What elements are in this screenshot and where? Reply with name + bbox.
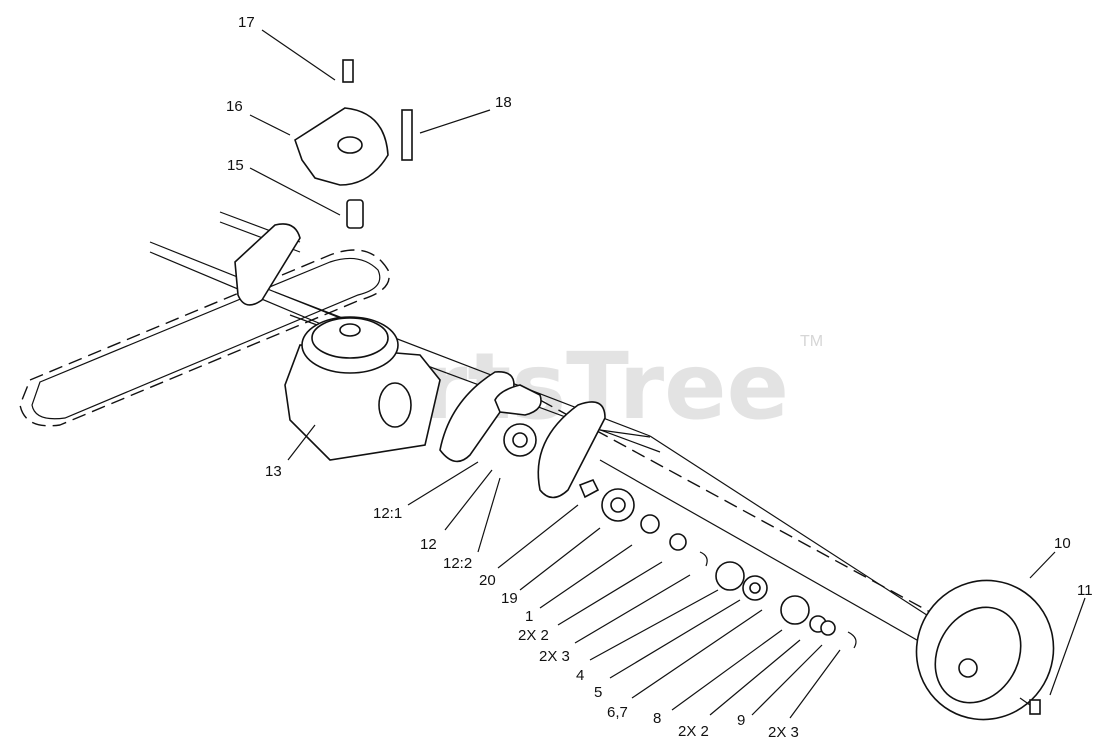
leader-9 — [751, 644, 823, 716]
bearing-19-core — [610, 497, 626, 513]
leader-13 — [287, 424, 316, 461]
callout-13: 13 — [265, 463, 282, 480]
leader-2x3b — [789, 649, 841, 719]
washer-2x2 — [669, 533, 687, 551]
right-bracket — [537, 401, 606, 499]
callout-15: 15 — [227, 157, 244, 174]
callout-18: 18 — [495, 94, 512, 111]
axle-shaft-top — [649, 435, 951, 631]
leader-1 — [539, 544, 633, 609]
callout-2x3b: 2X 3 — [768, 724, 799, 741]
leader-18 — [419, 109, 491, 134]
callout-8: 8 — [653, 710, 661, 727]
leader-12-1 — [407, 461, 479, 506]
bushing-20 — [578, 478, 600, 499]
callout-2x2: 2X 2 — [518, 627, 549, 644]
callout-17: 17 — [238, 14, 255, 31]
leader-12 — [444, 469, 493, 531]
wheel-hub — [958, 658, 978, 678]
callout-12: 12 — [420, 536, 437, 553]
callout-4: 4 — [576, 667, 584, 684]
washer-1 — [640, 514, 660, 534]
callout-12-2: 12:2 — [443, 555, 472, 572]
leader-15 — [249, 167, 341, 216]
housing-boss — [378, 382, 412, 428]
callout-5: 5 — [594, 684, 602, 701]
callout-1: 1 — [525, 608, 533, 625]
bolt-17 — [342, 59, 354, 83]
leader-20 — [497, 504, 579, 569]
callout-2x2b: 2X 2 — [678, 723, 709, 740]
callout-20: 20 — [479, 572, 496, 589]
callout-19: 19 — [501, 590, 518, 607]
clutch-12-core — [512, 432, 528, 448]
pulley-hub — [339, 323, 361, 337]
leader-12-2 — [477, 477, 501, 553]
leader-2x3 — [574, 574, 691, 644]
drive-belt — [19, 249, 390, 427]
leader-10 — [1029, 551, 1056, 579]
bracket-hole — [337, 136, 363, 154]
leader-8 — [671, 629, 783, 711]
washer-9 — [820, 620, 836, 636]
ring-4 — [715, 561, 745, 591]
clip-2x3 — [699, 551, 708, 567]
gear-8 — [780, 595, 810, 625]
wheel-10-inner — [934, 606, 1022, 704]
callout-9: 9 — [737, 712, 745, 729]
watermark-trademark: TM — [800, 333, 823, 350]
washer-5-core — [749, 582, 761, 594]
callout-16: 16 — [226, 98, 243, 115]
callout-6-7: 6,7 — [607, 704, 628, 721]
leader-11 — [1049, 597, 1086, 696]
leader-17 — [261, 29, 336, 81]
alignment-dash — [539, 399, 1001, 651]
drive-belt-inner — [31, 257, 381, 420]
leader-19 — [519, 527, 601, 591]
shift-plate — [439, 371, 515, 463]
leader-2x2 — [557, 561, 663, 626]
spacer-15 — [346, 199, 364, 229]
pulley-rim — [311, 317, 389, 359]
shift-arm — [234, 223, 301, 306]
coupler — [494, 384, 542, 416]
callout-12-1: 12:1 — [373, 505, 402, 522]
callout-10: 10 — [1054, 535, 1071, 552]
bolt-18 — [401, 109, 413, 161]
screw-11-head — [1029, 699, 1041, 715]
axle-shaft-bottom — [599, 459, 939, 653]
callout-2x3: 2X 3 — [539, 648, 570, 665]
leader-16 — [249, 114, 291, 136]
leader-2x2b — [709, 639, 801, 716]
leader-6-7 — [631, 609, 763, 699]
callout-11: 11 — [1077, 582, 1093, 599]
clip-2x3b — [847, 631, 857, 649]
leader-4 — [589, 589, 719, 661]
leader-5 — [609, 599, 741, 679]
stub-shaft — [599, 429, 651, 438]
